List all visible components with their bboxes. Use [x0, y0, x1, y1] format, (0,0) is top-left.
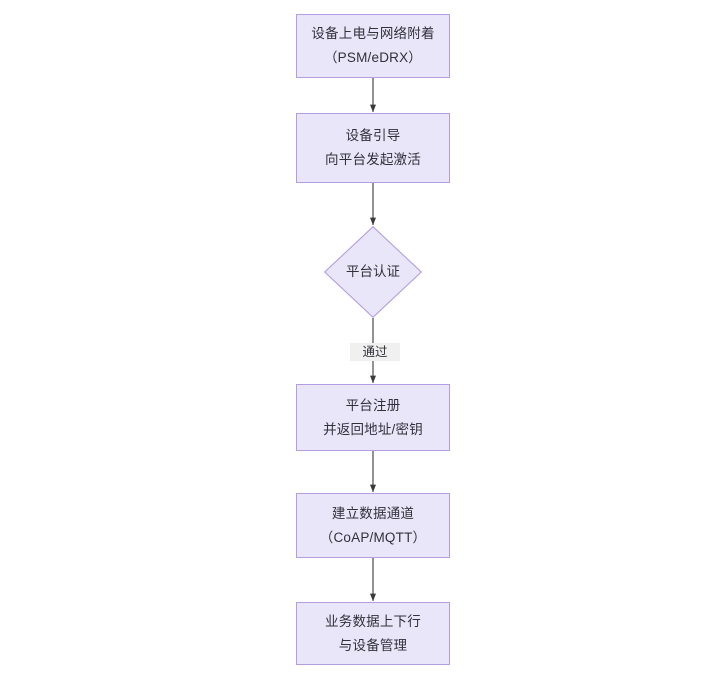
- node-data-channel-line-1: 建立数据通道: [331, 505, 415, 521]
- node-platform-auth[interactable]: 平台认证: [324, 226, 422, 318]
- node-business-data-line-1: 业务数据上下行: [325, 613, 421, 629]
- node-platform-register-line-2: 并返回地址/密钥: [323, 421, 423, 437]
- node-business-data[interactable]: 业务数据上下行 与设备管理: [296, 602, 450, 665]
- node-power-on-line-2: （PSM/eDRX）: [323, 50, 423, 65]
- node-data-channel-line-2: （CoAP/MQTT）: [319, 529, 427, 545]
- diamond-shape: [324, 226, 422, 318]
- node-bootstrap-line-1: 设备引导: [345, 128, 401, 143]
- node-platform-register-line-1: 平台注册: [345, 397, 401, 413]
- node-data-channel[interactable]: 建立数据通道 （CoAP/MQTT）: [296, 493, 450, 558]
- edge-label-pass: 通过: [350, 343, 400, 361]
- node-power-on[interactable]: 设备上电与网络附着 （PSM/eDRX）: [296, 14, 450, 78]
- node-power-on-line-1: 设备上电与网络附着: [311, 26, 435, 41]
- node-bootstrap-line-2: 向平台发起激活: [325, 152, 421, 167]
- edge-label-pass-text: 通过: [362, 345, 388, 359]
- node-bootstrap[interactable]: 设备引导 向平台发起激活: [296, 113, 450, 183]
- node-platform-register[interactable]: 平台注册 并返回地址/密钥: [296, 384, 450, 451]
- node-business-data-line-2: 与设备管理: [338, 637, 408, 653]
- node-platform-auth-label: 平台认证: [346, 264, 400, 279]
